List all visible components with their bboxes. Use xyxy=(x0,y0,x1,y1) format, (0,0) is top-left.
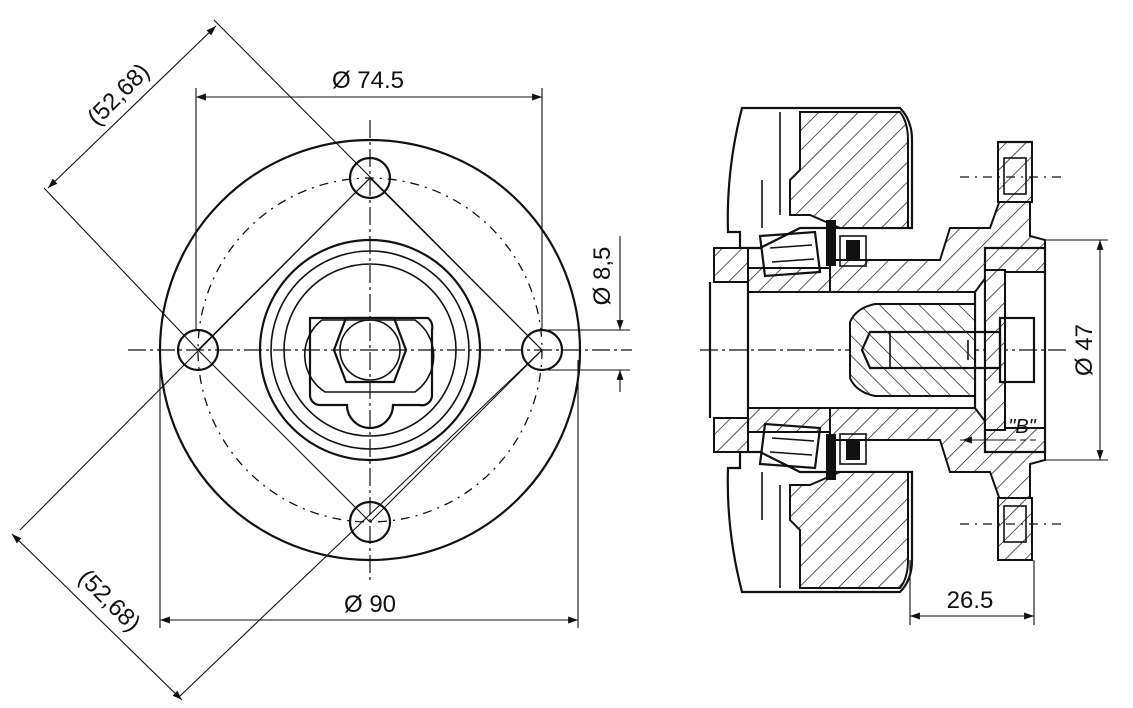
flange-ear-top xyxy=(997,141,1033,203)
housing-bottom-outline xyxy=(726,450,914,594)
bearing-bottom xyxy=(758,422,867,480)
dim-label-90: Ø 90 xyxy=(344,591,396,618)
bolt-hole-left xyxy=(176,328,220,372)
bolt-hole-bottom xyxy=(348,500,392,544)
end-nut-top xyxy=(713,247,749,283)
front-view: Ø 74.5 Ø 90 Ø 8,5 (52,68) (52,68) xyxy=(11,19,632,701)
bolt-shank xyxy=(860,330,1002,370)
diagonal-line-left xyxy=(19,177,371,531)
flange-ear-bottom xyxy=(997,497,1033,561)
seal-bottom-dark xyxy=(826,434,836,480)
diagonal-ext-left xyxy=(43,187,199,351)
diagonal-line-upper xyxy=(213,19,543,351)
hub-middle-ring xyxy=(270,250,470,450)
ear-hole-top xyxy=(1003,157,1027,195)
dim-label-47: Ø 47 xyxy=(1071,324,1098,376)
detail-b-label: "B" xyxy=(1008,416,1036,438)
dim-line-diag-lower xyxy=(11,533,183,701)
nut-circle xyxy=(339,319,401,381)
housing-top-outline xyxy=(726,106,914,250)
section-view: "B" Ø 47 26.5 xyxy=(700,106,1108,625)
dim-label-diag-lower: (52,68) xyxy=(73,564,146,637)
bolt-boss-hatch xyxy=(849,303,976,397)
housing-top-hatch xyxy=(789,111,909,229)
bolt-hole-top xyxy=(348,156,392,200)
dim-label-26: 26.5 xyxy=(947,587,994,614)
shaft-key-profile xyxy=(308,316,434,430)
outer-flange-circle xyxy=(158,138,582,562)
bearing-top xyxy=(758,220,867,278)
shaft-inner-profile xyxy=(303,319,435,393)
dim-label-74: Ø 74.5 xyxy=(332,67,404,94)
dim-line-diag-upper xyxy=(47,25,217,189)
end-nut-bottom xyxy=(713,417,749,453)
end-cap-hatch xyxy=(984,269,1006,431)
dim-label-8-5: Ø 8,5 xyxy=(589,247,616,306)
diagonal-line-lower xyxy=(179,349,543,697)
hub-inner-ring xyxy=(283,263,457,437)
housing-bottom-hatch xyxy=(789,471,909,589)
hub-outer-ring xyxy=(258,238,482,462)
hex-nut xyxy=(332,316,408,384)
seal-top-dark xyxy=(826,220,836,266)
ear-hole-bottom xyxy=(1003,505,1027,543)
bolt-head xyxy=(998,316,1036,384)
